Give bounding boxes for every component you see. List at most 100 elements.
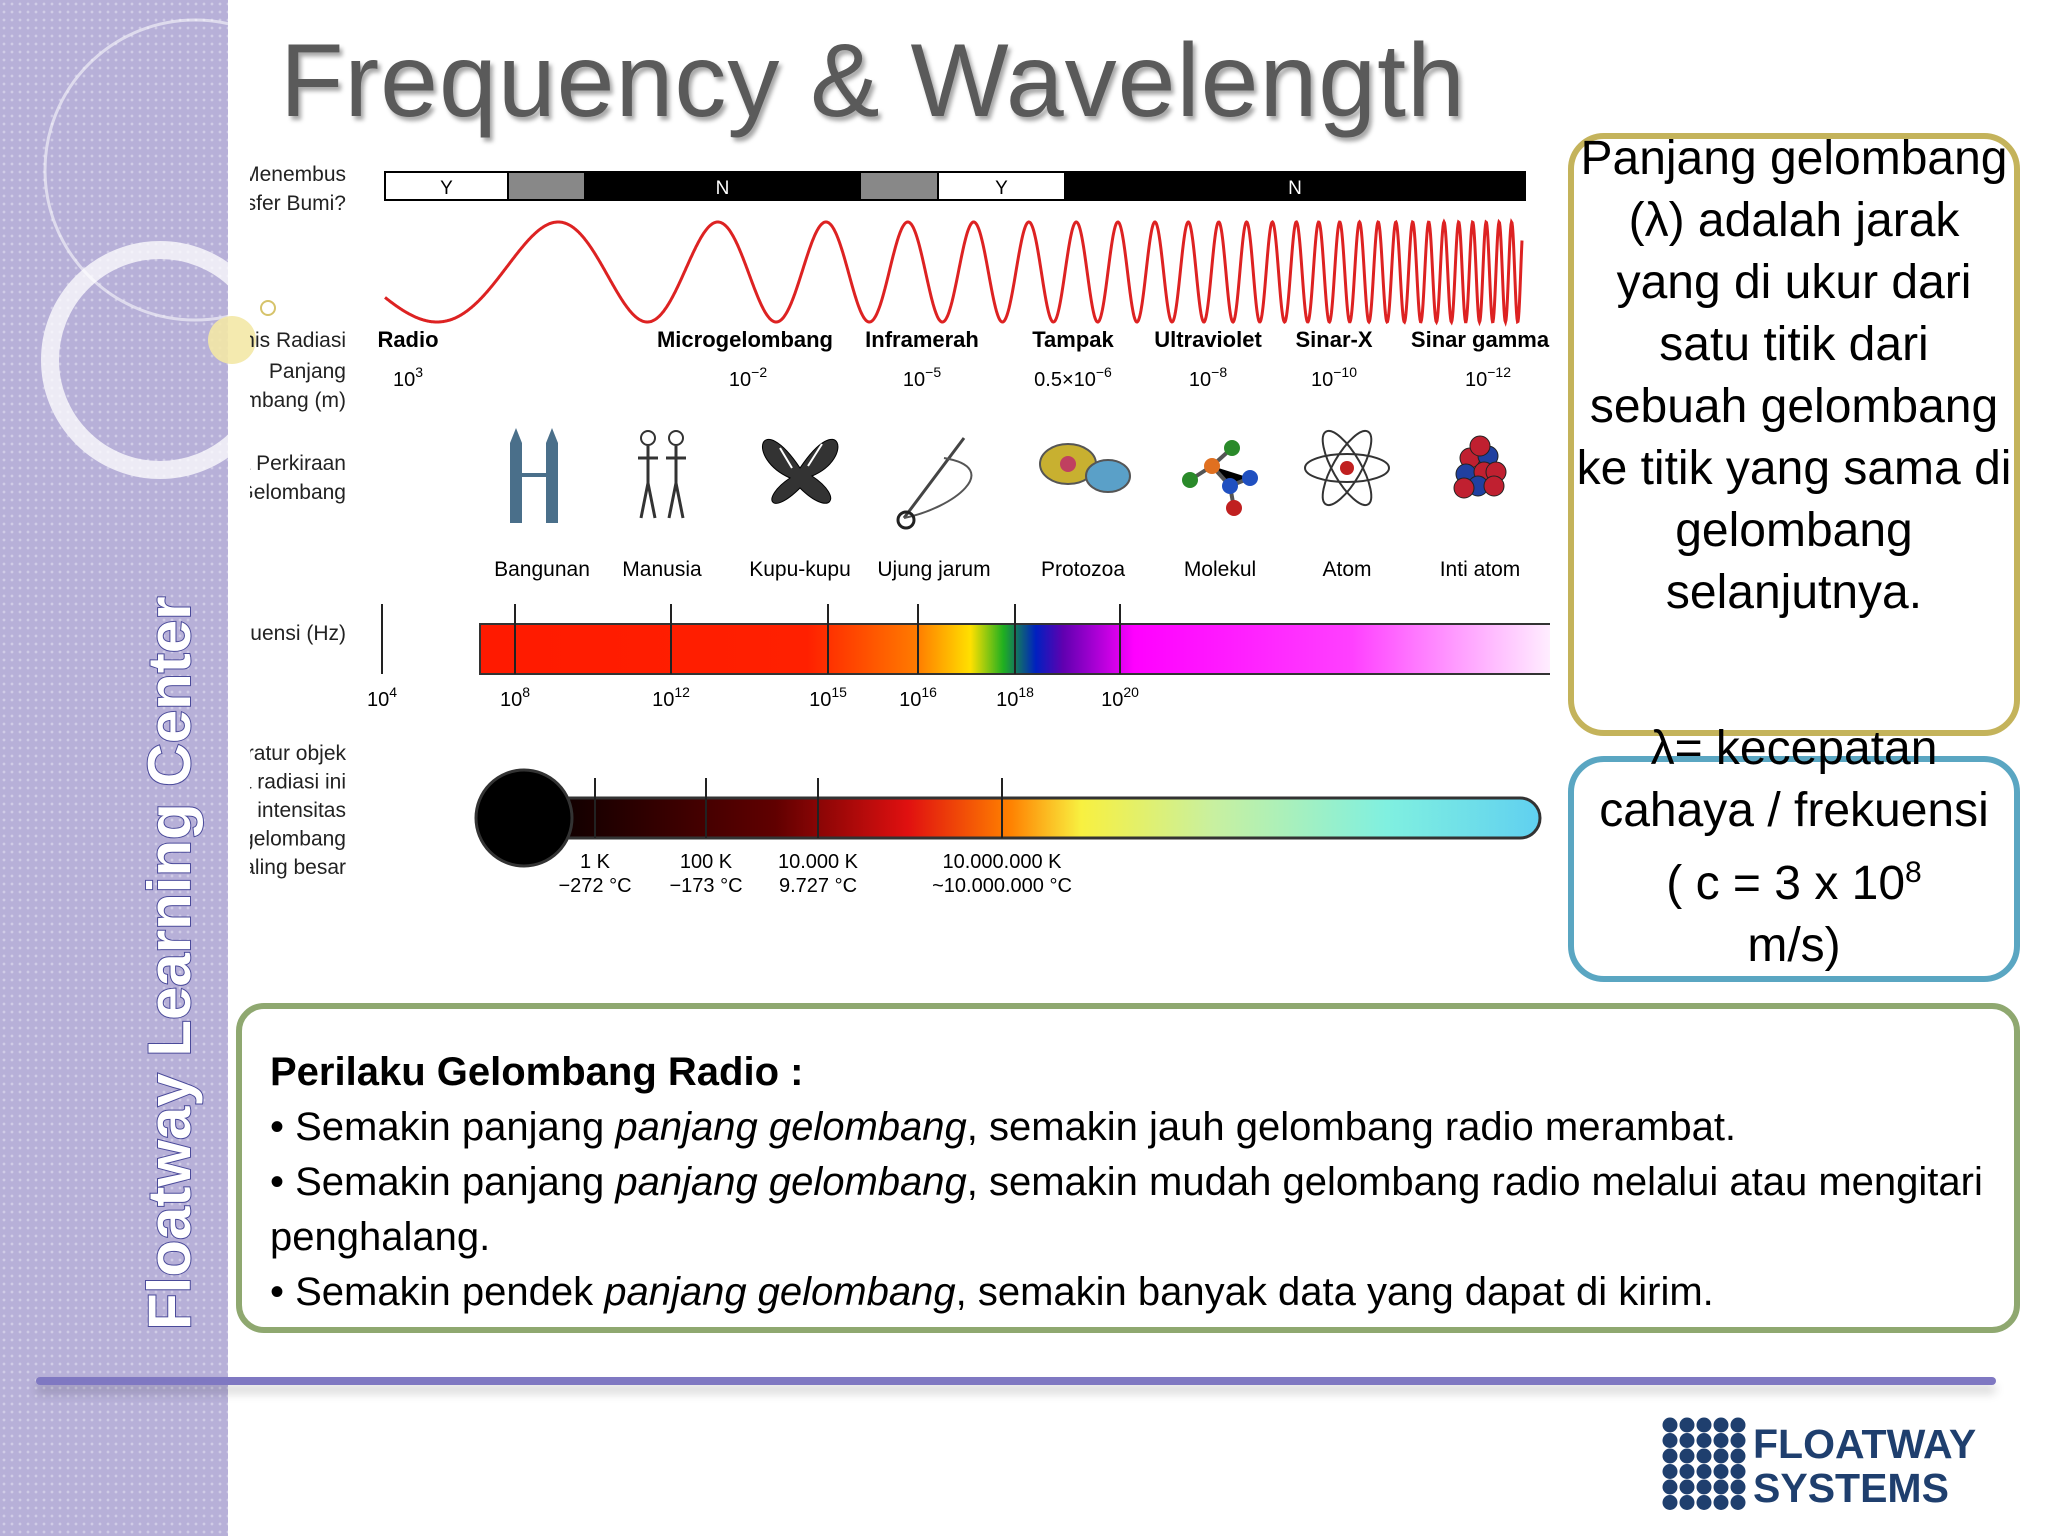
logo-dot [1730, 1464, 1746, 1479]
atmosphere-segment-label: Y [440, 178, 453, 199]
wavelength-value: 10−12 [1465, 364, 1511, 391]
wave-curve [384, 218, 1524, 327]
label-temperature-3: memiliki intensitas [250, 799, 346, 822]
label-temperature-4: pancaran gelombang [250, 828, 346, 851]
label-atmosphere-2: Atmosfer Bumi? [250, 192, 346, 215]
temperature-tick-kelvin: 10.000 K [778, 851, 859, 873]
label-wavelength-1: Panjang [269, 360, 346, 383]
logo-dot [1713, 1479, 1729, 1495]
logo-dot [1713, 1448, 1729, 1464]
frequency-tick-label: 1018 [996, 684, 1034, 711]
scale-object-label: Ujung jarum [877, 558, 990, 581]
wavelength-value: 10−10 [1311, 364, 1357, 391]
wavelength-value: 10−8 [1189, 364, 1227, 391]
atmosphere-segment-label: N [1288, 178, 1302, 199]
wavelength-value: 10−2 [729, 364, 767, 391]
label-scale-1: Skala Perkiraan [250, 452, 346, 475]
radiation-type-label: Inframerah [865, 327, 979, 352]
logo-dot [1662, 1464, 1678, 1479]
decorative-circles [41, 18, 300, 479]
formula-line-3: m/s) [1747, 919, 1841, 972]
wavelength-value: 103 [393, 364, 423, 391]
atmosphere-segment [507, 171, 586, 201]
temperature-tick-celsius: −173 °C [669, 875, 742, 897]
behavior-item-3: • Semakin pendek panjang gelombang, sema… [270, 1270, 1714, 1314]
scale-object-label: Manusia [622, 558, 702, 581]
logo-dot [1696, 1495, 1712, 1510]
atmosphere-segment [384, 171, 509, 201]
atmosphere-segment [1064, 171, 1526, 201]
radiation-type-label: Tampak [1032, 327, 1114, 352]
footer-divider [36, 1377, 1996, 1385]
logo-dot [1662, 1417, 1678, 1433]
definition-text: Panjang gelombang (λ) adalah jarak yang … [1576, 132, 2012, 619]
logo-dot [1679, 1464, 1695, 1479]
molecule-icon [1182, 440, 1258, 516]
radiation-type-label: Microgelombang [657, 327, 833, 352]
scale-object-label: Protozoa [1041, 558, 1125, 581]
sidebar-label: Floatway Learning Center [136, 597, 203, 1330]
label-temperature-5: yang paling besar [250, 856, 346, 879]
scale-object-label: Kupu-kupu [749, 558, 851, 581]
radiation-type-label: Sinar-X [1295, 327, 1372, 352]
logo-dot [1662, 1495, 1678, 1510]
logo-dot [1696, 1464, 1712, 1479]
floatway-logo-icon [1662, 1417, 1746, 1510]
frequency-tick-label: 108 [500, 684, 530, 711]
thermometer [474, 768, 1542, 868]
radiation-type-label: Radio [377, 327, 438, 352]
scale-object-label: Molekul [1184, 558, 1256, 581]
atmosphere-segment-label: N [716, 178, 730, 199]
label-radiation-type: Jenis Radiasi [250, 329, 346, 352]
logo-dot [1679, 1417, 1695, 1433]
logo-dot [1730, 1433, 1746, 1448]
radiation-type-label: Ultraviolet [1154, 327, 1262, 352]
nucleus-icon [1453, 435, 1507, 499]
logo-dot [1730, 1479, 1746, 1495]
scale-object-label: Atom [1322, 558, 1371, 581]
atmosphere-segment [584, 171, 861, 201]
logo-dot [1696, 1417, 1712, 1433]
behavior-title: Perilaku Gelombang Radio : [270, 1050, 804, 1094]
logo-dot [1696, 1433, 1712, 1448]
behavior-item-2: • Semakin panjang panjang gelombang, sem… [270, 1160, 1983, 1259]
logo-dot [1696, 1479, 1712, 1495]
human-icon [638, 430, 686, 519]
scale-object-label: Inti atom [1440, 558, 1521, 581]
label-frequency: Frekuensi (Hz) [250, 622, 346, 645]
temperature-tick-kelvin: 1 K [580, 851, 611, 873]
building-icon [510, 428, 558, 523]
page-title: Frequency & Wavelength [280, 23, 1466, 139]
formula-box [1568, 756, 2020, 982]
behavior-box: Perilaku Gelombang Radio : • Semakin pan… [236, 1003, 2020, 1333]
label-temperature-2: ketika radiasi ini [250, 771, 346, 794]
logo-dot [1679, 1433, 1695, 1448]
protozoa-icon [1039, 443, 1131, 493]
formula-line-1: λ= kecepatan cahaya / frekuensi [1599, 722, 1989, 837]
label-temperature-1: Temperatur objek [250, 742, 346, 765]
logo-dot [1713, 1417, 1729, 1433]
temperature-tick-kelvin: 100 K [680, 851, 733, 873]
label-scale-2: Panjang Gelombang [250, 481, 346, 504]
frequency-tick-label: 104 [367, 684, 397, 711]
logo-line-2: SYSTEMS [1753, 1465, 1949, 1511]
label-atmosphere-1: Menembus [250, 163, 346, 186]
temperature-tick-kelvin: 10.000.000 K [943, 851, 1063, 873]
atom-icon [1304, 429, 1390, 507]
atmosphere-segment [937, 171, 1066, 201]
frequency-tick-label: 1012 [652, 684, 690, 711]
formula-text: λ= kecepatan cahaya / frekuensi ( c = 3 … [1574, 718, 2014, 977]
logo-dot [1713, 1464, 1729, 1479]
radiation-type-label: Sinar gamma [1411, 327, 1550, 352]
temperature-tick-celsius: ~10.000.000 °C [932, 875, 1072, 897]
definition-box [1568, 133, 2020, 736]
logo-line-1: FLOATWAY [1753, 1421, 1977, 1467]
needle-icon [896, 437, 973, 530]
behavior-item-1: • Semakin panjang panjang gelombang, sem… [270, 1105, 1737, 1149]
sidebar-label-container: Floatway Learning Center [135, 596, 204, 1331]
logo-dot [1662, 1448, 1678, 1464]
logo-dot [1730, 1448, 1746, 1464]
temperature-tick-celsius: 9.727 °C [779, 875, 857, 897]
logo-dot [1730, 1417, 1746, 1433]
